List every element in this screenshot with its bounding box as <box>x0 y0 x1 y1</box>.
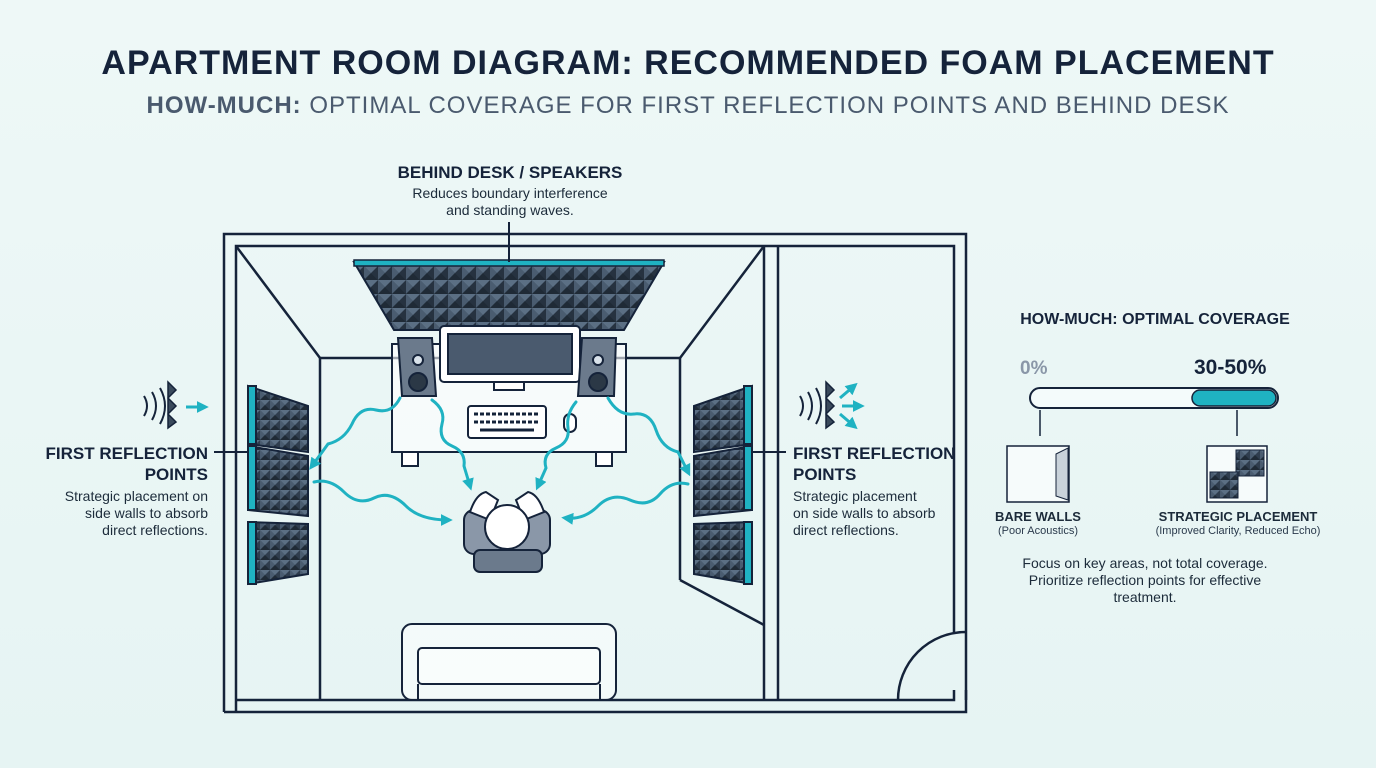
door <box>896 630 968 701</box>
left-reflection-line2: side walls to absorb <box>85 505 208 521</box>
left-sound-absorb-icon <box>143 380 209 430</box>
left-reflection-line1: Strategic placement on <box>64 488 208 504</box>
reflection-wave-arrows <box>309 396 691 526</box>
behind-desk-line1: Reduces boundary interference <box>412 185 608 201</box>
behind-desk-heading: BEHIND DESK / SPEAKERS <box>397 163 623 182</box>
coverage-title: HOW-MUCH: OPTIMAL COVERAGE <box>1020 311 1290 328</box>
right-sound-absorb-icon <box>799 380 865 430</box>
right-reflection-heading-2: POINTS <box>793 465 857 484</box>
left-foam-panels <box>247 384 309 586</box>
coverage-note-line1: Focus on key areas, not total coverage. <box>1022 555 1268 571</box>
subtitle-rest: OPTIMAL COVERAGE FOR FIRST REFLECTION PO… <box>309 92 1230 119</box>
right-reflection-line3: direct reflections. <box>793 522 899 538</box>
left-reflection-line3: direct reflections. <box>102 522 208 538</box>
bare-walls-label: BARE WALLS <box>995 509 1081 524</box>
right-reflection-heading-1: FIRST REFLECTION <box>793 444 956 463</box>
strategic-placement-sublabel: (Improved Clarity, Reduced Echo) <box>1155 525 1321 537</box>
back-wall-foam <box>352 259 666 331</box>
mouse-icon <box>563 413 577 433</box>
left-reflection-heading-1: FIRST REFLECTION <box>45 444 208 463</box>
page-subtitle: HOW-MUCH: OPTIMAL COVERAGE FOR FIRST REF… <box>0 92 1376 120</box>
monitor-icon <box>439 325 581 391</box>
bare-walls-sublabel: (Poor Acoustics) <box>997 525 1079 537</box>
coverage-note-line3: treatment. <box>1113 589 1177 605</box>
couch-icon <box>401 623 617 701</box>
coverage-start-label: 0% <box>1020 358 1048 379</box>
person-in-chair-icon <box>463 490 551 573</box>
left-speaker-icon <box>396 337 438 397</box>
coverage-bar-fill <box>1191 389 1277 407</box>
page-title: APARTMENT ROOM DIAGRAM: RECOMMENDED FOAM… <box>101 44 1275 82</box>
coverage-bar <box>1029 387 1279 409</box>
subtitle-prefix: HOW-MUCH: <box>146 92 302 119</box>
behind-desk-line2: and standing waves. <box>446 202 574 218</box>
coverage-note-line2: Prioritize reflection points for effecti… <box>1028 572 1262 588</box>
right-reflection-line1: Strategic placement <box>793 488 917 504</box>
left-reflection-heading-2: POINTS <box>144 465 208 484</box>
bare-walls-icon <box>1006 445 1070 503</box>
strategic-placement-icon <box>1206 445 1268 503</box>
right-reflection-line2: on side walls to absorb <box>793 505 936 521</box>
coverage-range-label: 30-50% <box>1194 356 1267 379</box>
coverage-note: Focus on key areas, not total coverage. … <box>990 555 1300 606</box>
strategic-placement-label: STRATEGIC PLACEMENT <box>1158 509 1318 524</box>
right-foam-panels <box>693 384 753 586</box>
right-speaker-icon <box>576 337 618 397</box>
keyboard-icon <box>467 405 547 439</box>
